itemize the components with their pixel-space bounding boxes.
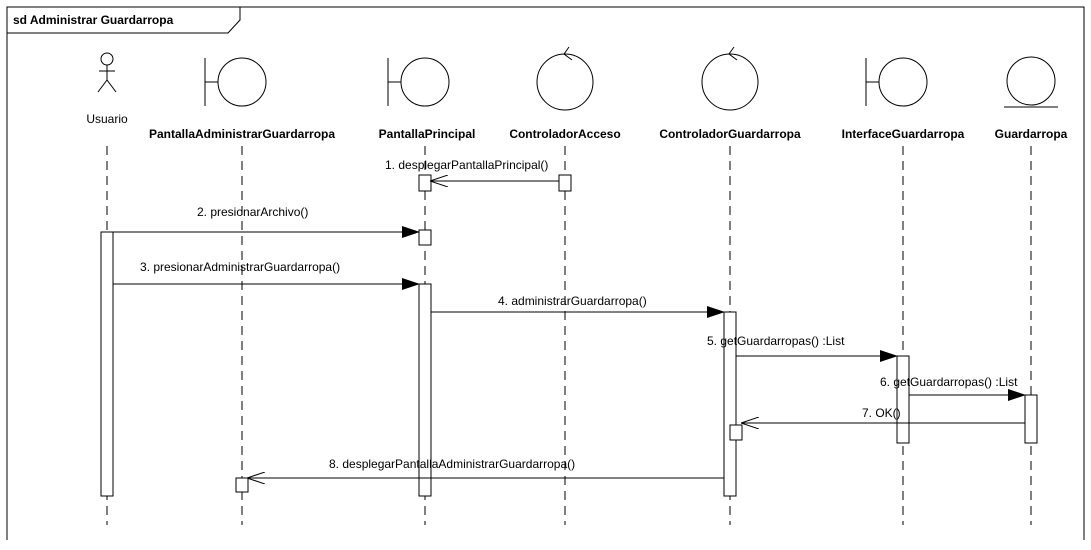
messages: 1. desplegarPantallaPrincipal() 2. presi… bbox=[113, 158, 1026, 478]
frame-title: sd Administrar Guardarropa bbox=[13, 13, 174, 27]
activation-bar bbox=[100, 231, 114, 497]
lifeline-name-interface-guardarropa: InterfaceGuardarropa bbox=[842, 127, 965, 141]
lifeline-name-guardarropa: Guardarropa bbox=[995, 127, 1068, 141]
control-icon bbox=[701, 46, 759, 111]
message-label: 5. getGuardarropas() :List bbox=[707, 334, 845, 348]
activation-bar bbox=[1024, 394, 1038, 444]
message-label: 7. OK() bbox=[862, 406, 901, 420]
activation-bar bbox=[418, 229, 432, 246]
activation-bar bbox=[418, 174, 432, 192]
lifeline-name-controlador-acceso: ControladorAcceso bbox=[509, 127, 620, 141]
activation-bar bbox=[558, 174, 572, 192]
lifeline-name-pantalla-principal: PantallaPrincipal bbox=[379, 127, 476, 141]
message-label: 3. presionarAdministrarGuardarropa() bbox=[140, 260, 340, 274]
boundary-icon bbox=[387, 57, 450, 107]
entity-icon bbox=[1004, 56, 1058, 108]
message-label: 2. presionarArchivo() bbox=[197, 205, 308, 219]
actor-icon bbox=[97, 52, 117, 93]
diagram-frame: sd Administrar Guardarropa bbox=[6, 6, 1085, 540]
message-label: 4. administrarGuardarropa() bbox=[498, 294, 647, 308]
activation-bars bbox=[100, 174, 1038, 497]
lifeline-name-pantalla-admin: PantallaAdministrarGuardarropa bbox=[149, 127, 335, 141]
lifeline-name-controlador-guardarropa: ControladorGuardarropa bbox=[659, 127, 801, 141]
actor-label: Usuario bbox=[86, 112, 128, 126]
control-icon bbox=[536, 46, 594, 111]
message-label: 6. getGuardarropas() :List bbox=[880, 375, 1018, 389]
boundary-icon bbox=[865, 57, 928, 107]
activation-bar bbox=[723, 311, 737, 497]
message-label: 8. desplegarPantallaAdministrarGuardarro… bbox=[329, 457, 575, 471]
activation-bar bbox=[896, 355, 910, 444]
message-label: 1. desplegarPantallaPrincipal() bbox=[385, 158, 548, 172]
activation-bar bbox=[418, 283, 432, 497]
boundary-icon bbox=[204, 57, 267, 107]
activation-bar bbox=[729, 424, 743, 441]
activation-bar bbox=[235, 477, 249, 493]
